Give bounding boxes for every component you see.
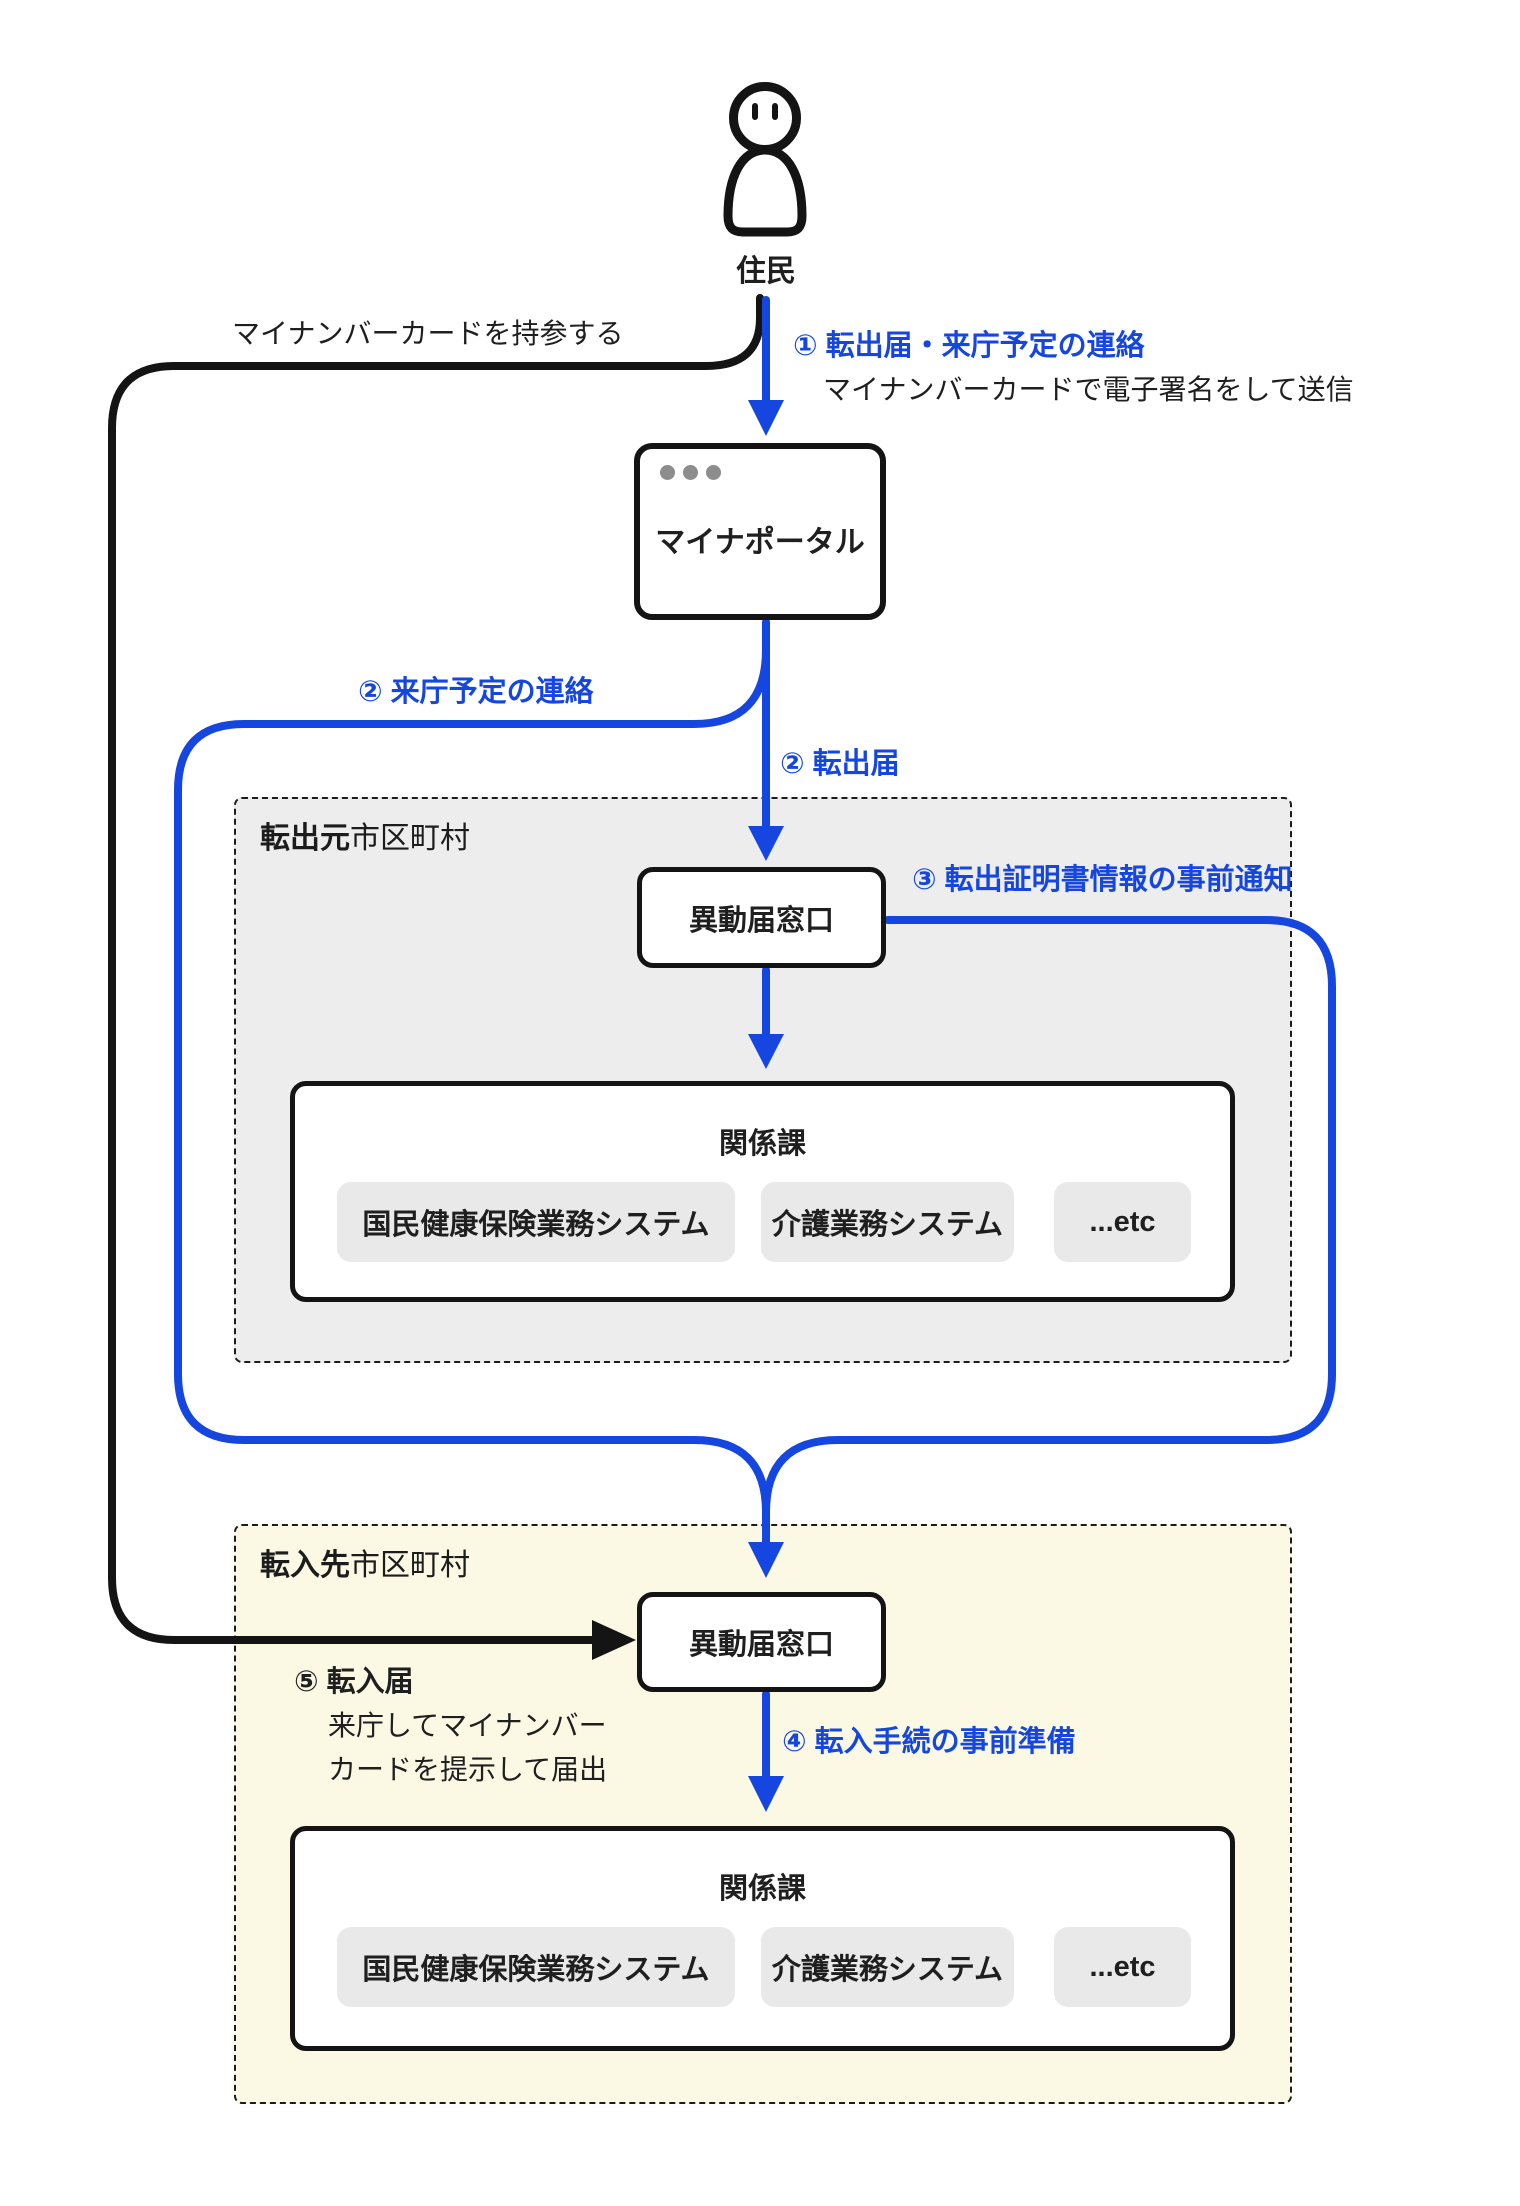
window-dot-icon xyxy=(706,465,721,480)
source-system-kaigo: 介護業務システム xyxy=(761,1182,1014,1262)
dest-reception-box: 異動届窓口 xyxy=(637,1592,886,1692)
step1-arrowhead-icon xyxy=(748,400,784,436)
source-city-label-prefix: 転出元 xyxy=(260,822,350,855)
step5-label: ⑤ 転入届 xyxy=(294,1666,414,1698)
dest-system-etc: ...etc xyxy=(1054,1927,1191,2007)
step3-label: ③ 転出証明書情報の事前通知 xyxy=(912,864,1293,896)
dest-dept-title: 関係課 xyxy=(718,1873,806,1905)
mynaportal-window: マイナポータル xyxy=(634,443,886,620)
source-system-kokuho: 国民健康保険業務システム xyxy=(337,1182,735,1262)
dest-system-kaigo: 介護業務システム xyxy=(761,1927,1014,2007)
window-dot-icon xyxy=(683,465,698,480)
source-system-etc: ...etc xyxy=(1054,1182,1191,1262)
step2-moveout-label: ② 転出届 xyxy=(780,748,900,780)
dest-city-label-suffix: 市区町村 xyxy=(350,1549,470,1582)
window-dot-icon xyxy=(660,465,675,480)
source-dept-title: 関係課 xyxy=(718,1128,806,1160)
dest-city-label-prefix: 転入先 xyxy=(260,1549,350,1582)
source-city-label-suffix: 市区町村 xyxy=(350,822,470,855)
step5-sub2-label: カードを提示して届出 xyxy=(328,1754,608,1785)
mynaportal-title: マイナポータル xyxy=(655,525,865,559)
dest-reception-label: 異動届窓口 xyxy=(688,1629,834,1661)
person-icon xyxy=(723,82,807,237)
step5-sub1-label: 来庁してマイナンバー xyxy=(328,1710,607,1741)
step2-visit-label: ② 来庁予定の連絡 xyxy=(358,676,594,708)
source-reception-label: 異動届窓口 xyxy=(688,904,834,937)
source-dept-box: 関係課 国民健康保険業務システム 介護業務システム ...etc xyxy=(290,1081,1235,1302)
window-dots-icon xyxy=(660,465,721,480)
step1-label: ① 転出届・来庁予定の連絡 xyxy=(793,330,1145,362)
step4-label: ④ 転入手続の事前準備 xyxy=(782,1726,1076,1758)
step1-sub-label: マイナンバーカードで電子署名をして送信 xyxy=(823,374,1354,405)
source-reception-box: 異動届窓口 xyxy=(637,867,886,968)
bring-card-label: マイナンバーカードを持参する xyxy=(232,318,624,349)
person-label: 住民 xyxy=(736,255,796,288)
dest-dept-box: 関係課 国民健康保険業務システム 介護業務システム ...etc xyxy=(290,1826,1235,2051)
dest-system-kokuho: 国民健康保険業務システム xyxy=(337,1927,735,2007)
source-city-label: 転出元市区町村 xyxy=(260,813,470,857)
dest-city-label: 転入先市区町村 xyxy=(260,1540,470,1584)
